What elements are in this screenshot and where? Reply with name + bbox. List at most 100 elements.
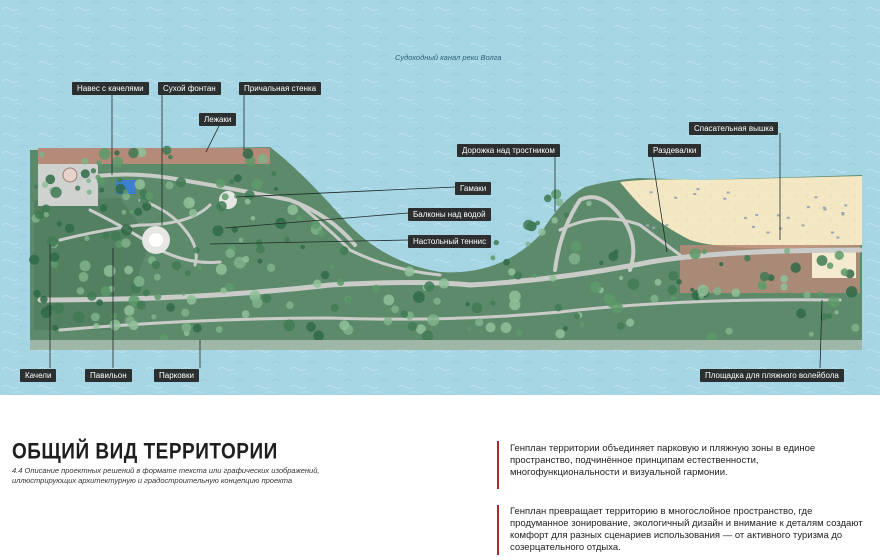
beach-sand — [620, 176, 862, 249]
tree — [128, 147, 139, 159]
tree — [759, 271, 770, 282]
tree — [611, 301, 623, 314]
tree — [296, 215, 303, 221]
tree — [509, 290, 521, 303]
tree — [532, 273, 537, 278]
tree — [266, 263, 276, 272]
tree — [383, 294, 395, 306]
beach-lounger — [806, 206, 810, 209]
tree — [500, 322, 512, 334]
tree — [250, 216, 256, 221]
tree — [99, 204, 108, 212]
tree — [87, 291, 97, 301]
tree — [242, 255, 250, 263]
tree — [184, 270, 191, 277]
tree — [523, 219, 534, 231]
tree — [183, 197, 195, 209]
callout-loungers: Лежаки — [199, 113, 237, 126]
tree — [115, 183, 126, 195]
tree — [784, 247, 791, 254]
tree — [215, 326, 223, 333]
tree — [828, 296, 840, 308]
tree — [154, 293, 162, 301]
tree — [818, 291, 823, 297]
beach-lounger — [766, 231, 770, 234]
callout-swings: Качели — [20, 369, 57, 382]
tree — [627, 278, 640, 290]
tree — [91, 312, 100, 322]
callout-changing-rooms: Раздевалки — [648, 144, 702, 157]
tree — [231, 226, 238, 233]
pavilion-roof — [62, 167, 78, 183]
tree — [181, 308, 190, 317]
beach-lounger — [665, 224, 669, 227]
tree — [372, 284, 380, 292]
callout-volleyball-court: Площадка для пляжного волейбола — [700, 369, 844, 382]
tree — [134, 207, 143, 216]
tree — [38, 151, 45, 158]
tree — [103, 265, 116, 277]
tree — [96, 299, 103, 306]
tree — [47, 236, 58, 247]
tree — [45, 174, 56, 185]
tree — [212, 225, 224, 237]
tree — [93, 323, 100, 329]
tree — [555, 329, 565, 339]
tree — [317, 229, 326, 238]
beach-lounger — [841, 213, 845, 216]
tree — [676, 278, 682, 285]
tree — [701, 249, 707, 255]
tree — [551, 189, 562, 200]
tree — [475, 318, 484, 327]
tree — [252, 297, 263, 309]
tree — [64, 223, 75, 233]
tree — [329, 264, 335, 270]
tree — [181, 322, 192, 333]
tree — [78, 272, 89, 282]
tree — [826, 262, 834, 270]
tree — [313, 279, 322, 288]
beach-lounger — [786, 216, 790, 219]
tree — [52, 324, 59, 331]
tree — [134, 179, 146, 190]
tree — [29, 254, 40, 265]
beach-lounger — [649, 191, 653, 194]
tree — [151, 314, 157, 320]
tree — [238, 237, 244, 243]
tree — [244, 198, 251, 205]
tree — [234, 194, 239, 199]
tree — [175, 177, 187, 188]
tree — [215, 263, 227, 275]
tree — [273, 187, 278, 191]
tree — [834, 250, 844, 260]
beach-lounger — [776, 214, 780, 217]
tree — [76, 287, 85, 295]
tree — [34, 209, 45, 220]
tree — [99, 187, 105, 193]
tree — [416, 324, 426, 335]
tree — [803, 291, 811, 299]
tree — [535, 220, 540, 226]
tree — [311, 220, 321, 230]
tree — [650, 294, 659, 303]
tree — [110, 231, 121, 242]
tree — [554, 303, 563, 312]
tree — [186, 294, 197, 305]
tree — [229, 179, 235, 185]
tree — [102, 231, 110, 239]
tree — [145, 192, 154, 201]
tree — [427, 314, 440, 326]
tree — [400, 310, 409, 318]
tree — [725, 327, 733, 335]
tree — [90, 168, 97, 174]
tree — [284, 236, 291, 243]
tree — [485, 322, 496, 333]
tree — [568, 253, 581, 265]
tree — [689, 248, 701, 260]
beach-lounger — [755, 213, 759, 216]
tree — [816, 255, 828, 266]
tree — [225, 248, 235, 258]
tree — [50, 186, 62, 198]
tree — [153, 273, 161, 281]
tree — [508, 268, 516, 276]
